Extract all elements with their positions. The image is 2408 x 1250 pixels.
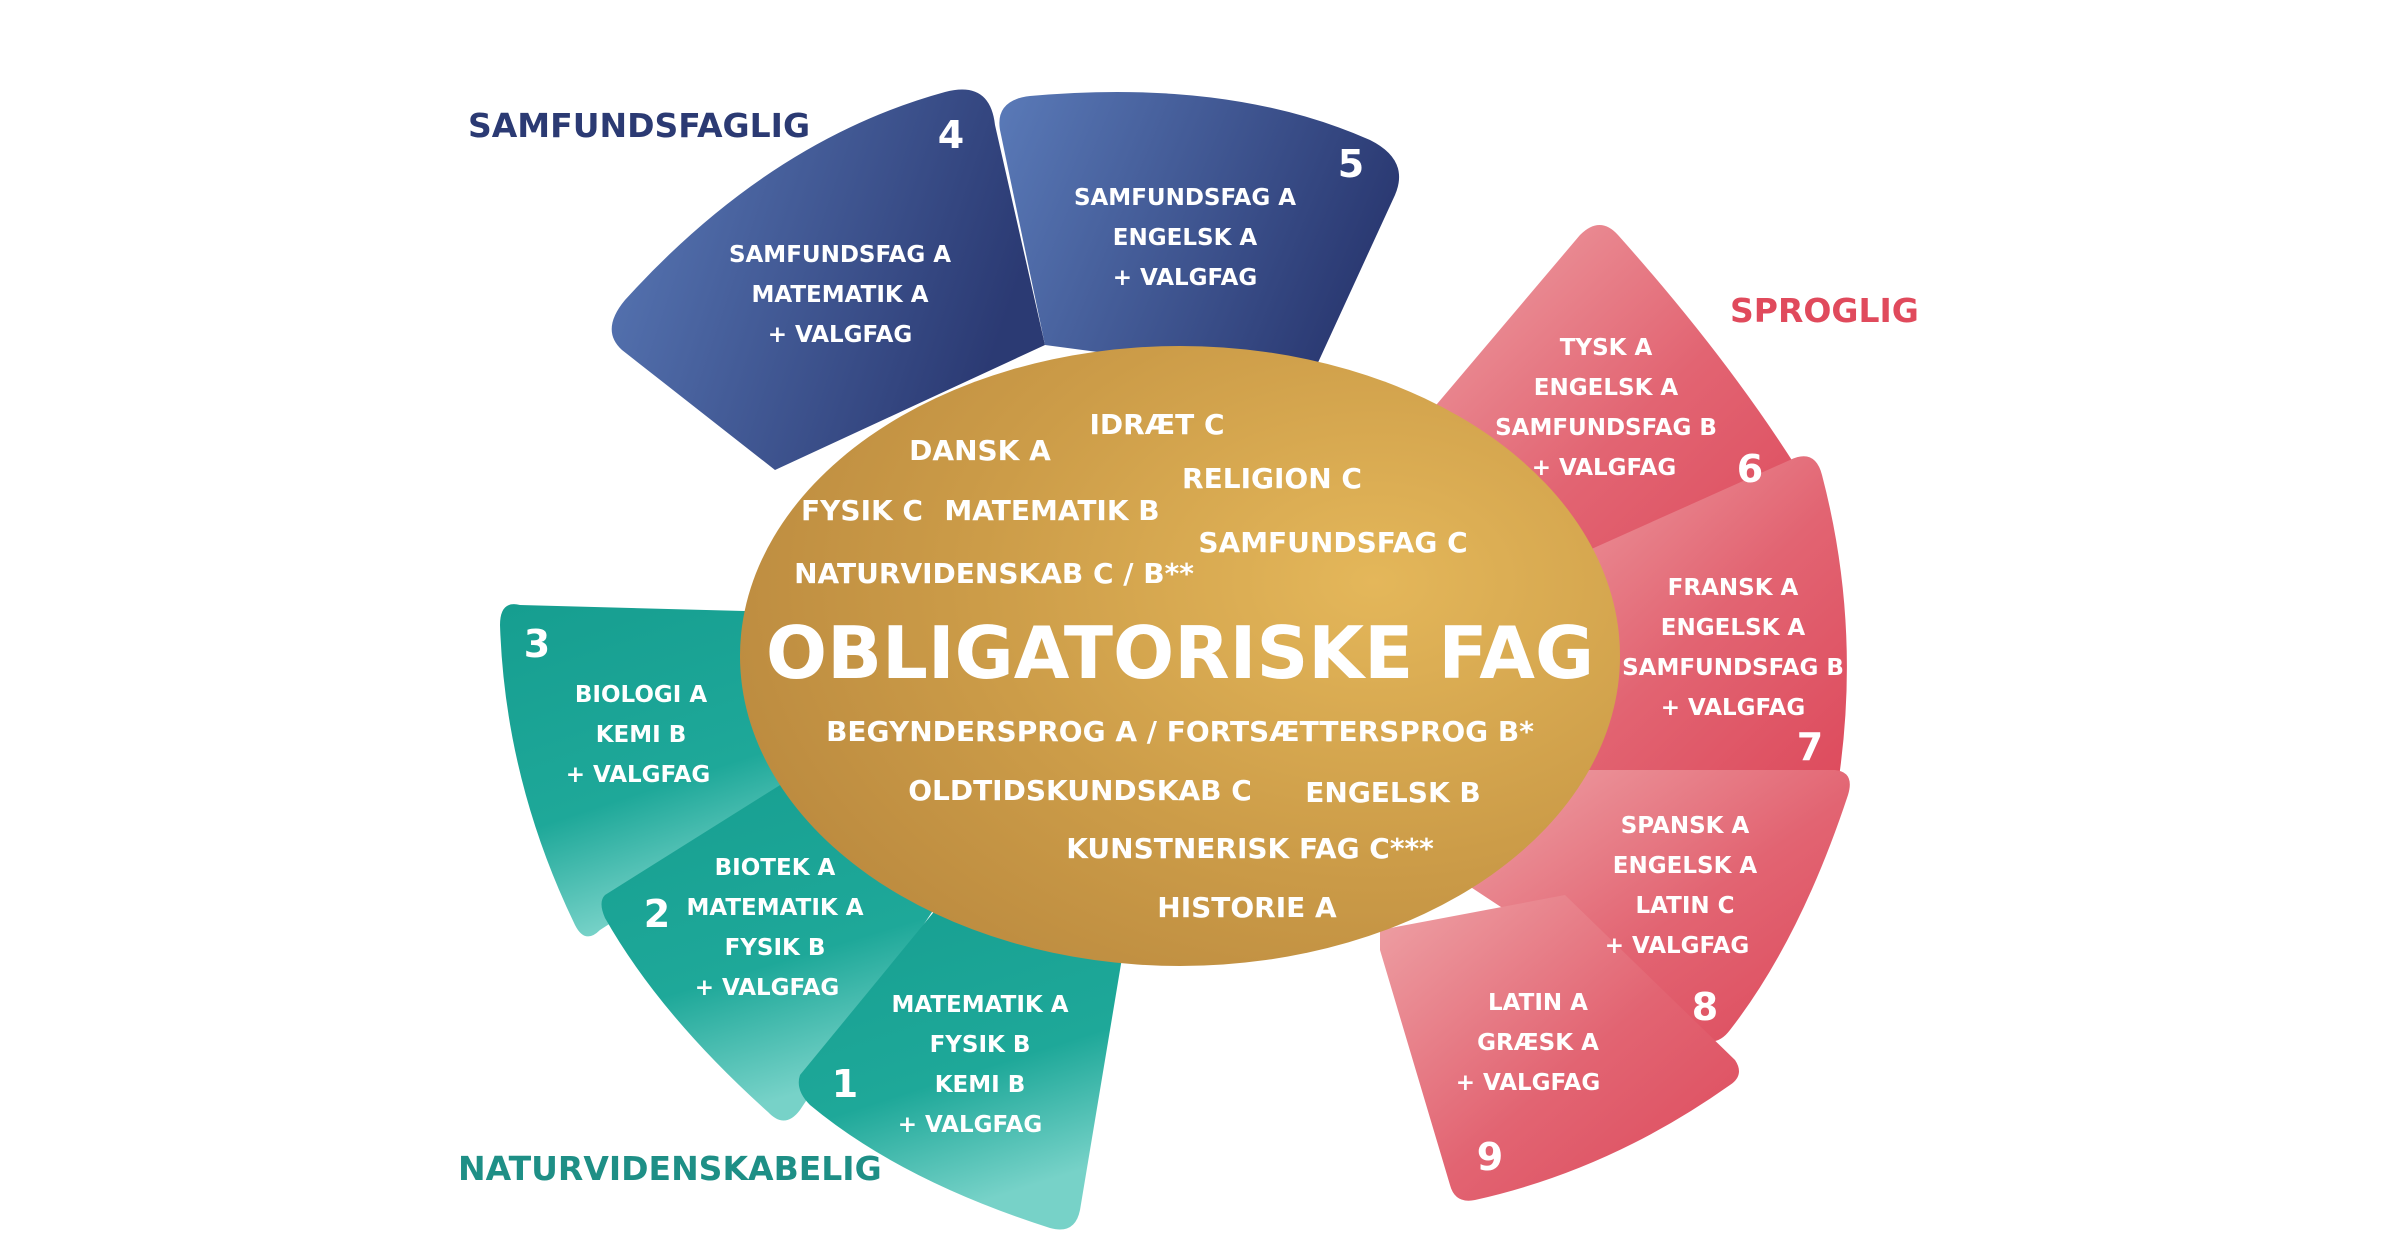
svg-text:+ VALGFAG: + VALGFAG — [566, 762, 711, 788]
petal-6-number: 6 — [1737, 447, 1763, 491]
svg-text:ENGELSK A: ENGELSK A — [1661, 615, 1806, 641]
petal-4-number: 4 — [938, 113, 964, 157]
petal-1-number: 1 — [832, 1062, 858, 1106]
subject-historie: HISTORIE A — [1157, 891, 1337, 924]
svg-text:MATEMATIK A: MATEMATIK A — [891, 992, 1068, 1018]
group-label-sprog: SPROGLIG — [1730, 291, 1919, 330]
petal-3 — [500, 604, 800, 937]
svg-text:ENGELSK A: ENGELSK A — [1113, 225, 1258, 251]
svg-text:GRÆSK A: GRÆSK A — [1477, 1030, 1599, 1056]
petal-2-number: 2 — [644, 892, 670, 936]
svg-text:FYSIK B: FYSIK B — [725, 935, 826, 961]
subject-religion: RELIGION C — [1182, 462, 1362, 495]
petal-5-number: 5 — [1338, 142, 1364, 186]
petal-4 — [611, 89, 1045, 470]
subject-naturvidenskab: NATURVIDENSKAB C / B** — [794, 557, 1194, 590]
petal-9-number: 9 — [1477, 1135, 1503, 1179]
svg-text:+ VALGFAG: + VALGFAG — [695, 975, 840, 1001]
svg-text:ENGELSK A: ENGELSK A — [1613, 853, 1758, 879]
svg-text:+ VALGFAG: + VALGFAG — [768, 322, 913, 348]
subject-sprog: BEGYNDERSPROG A / FORTSÆTTERSPROG B* — [826, 715, 1534, 748]
svg-text:+ VALGFAG: + VALGFAG — [1456, 1070, 1601, 1096]
petal-9 — [1380, 895, 1739, 1201]
svg-text:LATIN C: LATIN C — [1635, 893, 1734, 919]
subject-fysik: FYSIK C — [801, 494, 923, 527]
svg-text:FYSIK B: FYSIK B — [930, 1032, 1031, 1058]
group-label-samfund: SAMFUNDSFAGLIG — [468, 106, 810, 145]
petal-3-number: 3 — [524, 622, 550, 666]
petal-1-text: MATEMATIK A FYSIK B KEMI B + VALGFAG — [891, 992, 1068, 1138]
subject-oldtid: OLDTIDSKUNDSKAB C — [908, 774, 1252, 807]
svg-text:FRANSK A: FRANSK A — [1668, 575, 1799, 601]
petal-8 — [1460, 770, 1850, 1042]
svg-text:SAMFUNDSFAG B: SAMFUNDSFAG B — [1622, 655, 1844, 681]
petal-9-text: LATIN A GRÆSK A + VALGFAG — [1456, 990, 1601, 1096]
svg-text:MATEMATIK A: MATEMATIK A — [751, 282, 928, 308]
petal-5-text: SAMFUNDSFAG A ENGELSK A + VALGFAG — [1074, 185, 1296, 291]
petal-8-text: SPANSK A ENGELSK A LATIN C + VALGFAG — [1605, 813, 1758, 959]
svg-text:KEMI B: KEMI B — [596, 722, 687, 748]
petal-2-text: BIOTEK A MATEMATIK A FYSIK B + VALGFAG — [686, 855, 863, 1001]
center-title: OBLIGATORISKE FAG — [766, 611, 1594, 695]
subject-idraet: IDRÆT C — [1090, 408, 1225, 441]
svg-text:+ VALGFAG: + VALGFAG — [1113, 265, 1258, 291]
petal-7-number: 7 — [1797, 725, 1823, 769]
center-subjects: IDRÆT C DANSK A RELIGION C FYSIK C MATEM… — [766, 408, 1594, 924]
petal-1 — [798, 880, 1125, 1230]
group-label-natur: NATURVIDENSKABELIG — [458, 1149, 882, 1188]
petal-6-text: TYSK A ENGELSK A SAMFUNDSFAG B + VALGFAG — [1495, 335, 1717, 481]
svg-text:+ VALGFAG: + VALGFAG — [1532, 455, 1677, 481]
svg-text:TYSK A: TYSK A — [1560, 335, 1653, 361]
svg-text:LATIN A: LATIN A — [1488, 990, 1588, 1016]
svg-text:BIOTEK A: BIOTEK A — [715, 855, 836, 881]
subject-dansk: DANSK A — [909, 434, 1051, 467]
svg-text:ENGELSK A: ENGELSK A — [1534, 375, 1679, 401]
svg-text:SAMFUNDSFAG A: SAMFUNDSFAG A — [729, 242, 951, 268]
svg-text:MATEMATIK A: MATEMATIK A — [686, 895, 863, 921]
petal-4-text: SAMFUNDSFAG A MATEMATIK A + VALGFAG — [729, 242, 951, 348]
petal-8-number: 8 — [1692, 985, 1718, 1029]
subject-samfundsfag: SAMFUNDSFAG C — [1198, 526, 1467, 559]
svg-text:SAMFUNDSFAG A: SAMFUNDSFAG A — [1074, 185, 1296, 211]
petal-3-text: BIOLOGI A KEMI B + VALGFAG — [566, 682, 711, 788]
svg-text:KEMI B: KEMI B — [935, 1072, 1026, 1098]
svg-text:+ VALGFAG: + VALGFAG — [1661, 695, 1806, 721]
svg-text:SAMFUNDSFAG B: SAMFUNDSFAG B — [1495, 415, 1717, 441]
svg-text:+ VALGFAG: + VALGFAG — [898, 1112, 1043, 1138]
svg-text:BIOLOGI A: BIOLOGI A — [575, 682, 707, 708]
center-ellipse — [740, 346, 1620, 966]
svg-text:SPANSK A: SPANSK A — [1621, 813, 1750, 839]
subject-kunst: KUNSTNERISK FAG C*** — [1066, 832, 1434, 865]
subject-matematik: MATEMATIK B — [944, 494, 1159, 527]
petal-7-text: FRANSK A ENGELSK A SAMFUNDSFAG B + VALGF… — [1622, 575, 1844, 721]
svg-text:+ VALGFAG: + VALGFAG — [1605, 933, 1750, 959]
petal-5 — [999, 91, 1400, 380]
subject-engelsk: ENGELSK B — [1305, 776, 1480, 809]
